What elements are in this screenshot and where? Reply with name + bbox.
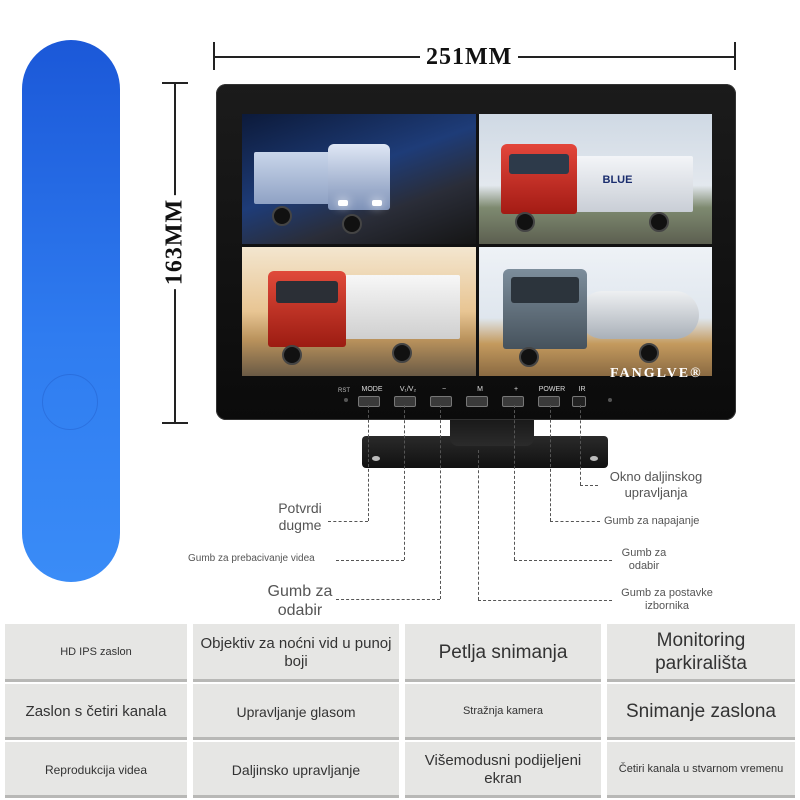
- leader-power-v: [550, 405, 551, 521]
- blue-pill-graphic: [22, 40, 120, 582]
- feature-cell: Zaslon s četiri kanala: [5, 684, 187, 740]
- feature-cell: Višemodusni podijeljeni ekran: [405, 742, 601, 798]
- annotation-select-left: Gumb za odabir: [267, 583, 333, 620]
- camera-view-1: [242, 114, 476, 244]
- feature-cell: HD IPS zaslon: [5, 624, 187, 682]
- monitor: BLUE FANGLVE® RST MODE V₁/V₂ −: [216, 84, 736, 420]
- indicator-light: [608, 398, 612, 402]
- feature-cell: Stražnja kamera: [405, 684, 601, 740]
- rst-label: RST: [338, 388, 350, 394]
- leader-minus-h: [336, 599, 440, 600]
- feature-cell: Monitoring parkirališta: [607, 624, 795, 682]
- leader-power-h: [550, 521, 600, 522]
- annotation-menu-settings: Gumb za postavke izbornika: [621, 587, 713, 613]
- leader-ir-h: [580, 485, 598, 486]
- mode-label: MODE: [361, 386, 383, 393]
- annotation-select-right: Gumb za odabir: [621, 547, 667, 573]
- video-switch-button[interactable]: [394, 396, 416, 407]
- feature-cell: Petlja snimanja: [405, 624, 601, 682]
- minus-label: −: [441, 386, 447, 393]
- feature-cell: Četiri kanala u stvarnom vremenu: [607, 742, 795, 798]
- leader-minus-v: [440, 405, 441, 599]
- brand-logo: FANGLVE®: [610, 366, 703, 381]
- leader-plus-h: [514, 560, 612, 561]
- leader-m-v: [478, 450, 479, 600]
- leader-v1v2-h: [336, 560, 404, 561]
- mode-button[interactable]: [358, 396, 380, 407]
- menu-button[interactable]: [466, 396, 488, 407]
- plus-label: +: [513, 386, 519, 393]
- feature-cell: Daljinsko upravljanje: [193, 742, 399, 798]
- feature-cell: Reprodukcija videa: [5, 742, 187, 798]
- power-label: POWER: [538, 386, 566, 393]
- ir-label: IR: [578, 386, 586, 393]
- plus-button[interactable]: [502, 396, 524, 407]
- leader-mode-h: [328, 521, 368, 522]
- width-label: 251MM: [420, 44, 519, 71]
- feature-grid: HD IPS zaslon Objektiv za noćni vid u pu…: [5, 624, 795, 800]
- monitor-stand-neck: [450, 420, 534, 446]
- button-bar: RST MODE V₁/V₂ − M + POWER IR: [336, 386, 656, 410]
- camera-view-2: BLUE: [478, 114, 712, 244]
- leader-ir-v: [580, 405, 581, 485]
- leader-m-h: [478, 600, 612, 601]
- camera-view-3: [242, 246, 476, 376]
- leader-plus-v: [514, 405, 515, 560]
- annotation-power: Gumb za napajanje: [604, 515, 700, 527]
- v1v2-label: V₁/V₂: [399, 386, 417, 393]
- minus-button[interactable]: [430, 396, 452, 407]
- m-label: M: [477, 386, 483, 393]
- feature-cell: Upravljanje glasom: [193, 684, 399, 740]
- annotation-remote-window: Okno daljinskog upravljanja: [609, 469, 703, 500]
- feature-cell: Snimanje zaslona: [607, 684, 795, 740]
- monitor-screen: BLUE: [242, 114, 712, 376]
- camera-view-4: [478, 246, 712, 376]
- leader-mode-v: [368, 405, 369, 521]
- ir-window: [572, 396, 586, 407]
- power-button[interactable]: [538, 396, 560, 407]
- rst-button[interactable]: [344, 398, 348, 402]
- annotation-confirm: Potvrdi dugme: [278, 500, 322, 533]
- feature-cell: Objektiv za noćni vid u punoj boji: [193, 624, 399, 682]
- home-circle-icon: [42, 374, 98, 430]
- height-label: 163MM: [161, 194, 189, 290]
- leader-v1v2-v: [404, 405, 405, 560]
- annotation-video-switch: Gumb za prebacivanje videa: [188, 553, 315, 564]
